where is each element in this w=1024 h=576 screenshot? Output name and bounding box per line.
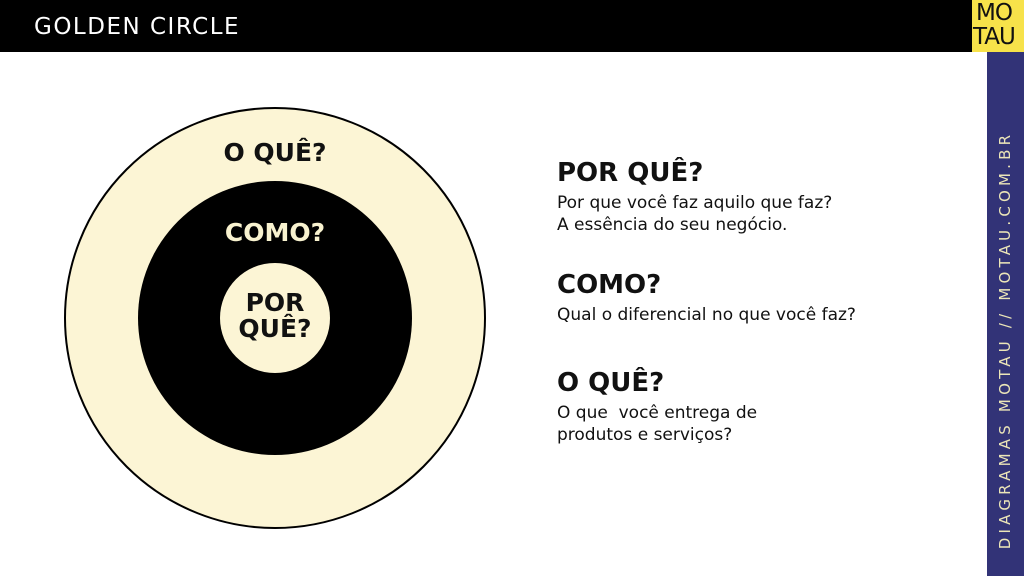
right-sidebar: DIAGRAMAS MOTAU // MOTAU.COM.BR: [987, 52, 1024, 576]
logo-line-2: TAU: [973, 24, 1016, 50]
inner-label-line-2: QUÊ?: [238, 314, 312, 343]
explanation-why: POR QUÊ? Por que você faz aquilo que faz…: [557, 158, 832, 236]
inner-label-line-1: POR: [245, 288, 305, 317]
explanation-how: COMO? Qual o diferencial no que você faz…: [557, 270, 856, 326]
explanation-what-line-1: O que você entrega de: [557, 403, 758, 423]
explanation-why-line-2: A essência do seu negócio.: [557, 215, 788, 235]
explanation-how-text: Qual o diferencial no que você faz?: [557, 304, 856, 326]
explanation-what-line-2: produtos e serviços?: [557, 425, 733, 445]
explanation-why-text: Por que você faz aquilo que faz? A essên…: [557, 192, 832, 236]
explanation-what: O QUÊ? O que você entrega de produtos e …: [557, 368, 757, 446]
inner-circle: [220, 263, 330, 373]
sidebar-vertical-text: DIAGRAMAS MOTAU // MOTAU.COM.BR: [996, 130, 1014, 550]
explanation-why-line-1: Por que você faz aquilo que faz?: [557, 193, 833, 213]
explanation-how-heading: COMO?: [557, 270, 662, 300]
page-title: GOLDEN CIRCLE: [34, 14, 241, 40]
outer-circle-label: O QUÊ?: [223, 138, 327, 167]
explanation-how-line-1: Qual o diferencial no que você faz?: [557, 305, 856, 325]
inner-circle-label: POR QUÊ?: [220, 290, 330, 342]
explanation-why-heading: POR QUÊ?: [557, 158, 704, 188]
golden-circle-diagram: [64, 107, 486, 529]
motau-logo: MO TAU: [972, 0, 1024, 52]
explanation-what-text: O que você entrega de produtos e serviço…: [557, 402, 757, 446]
middle-circle-label: COMO?: [224, 218, 326, 247]
explanation-what-heading: O QUÊ?: [557, 368, 665, 398]
logo-line-1: MO: [976, 0, 1013, 26]
header-bar: GOLDEN CIRCLE: [0, 0, 1024, 52]
